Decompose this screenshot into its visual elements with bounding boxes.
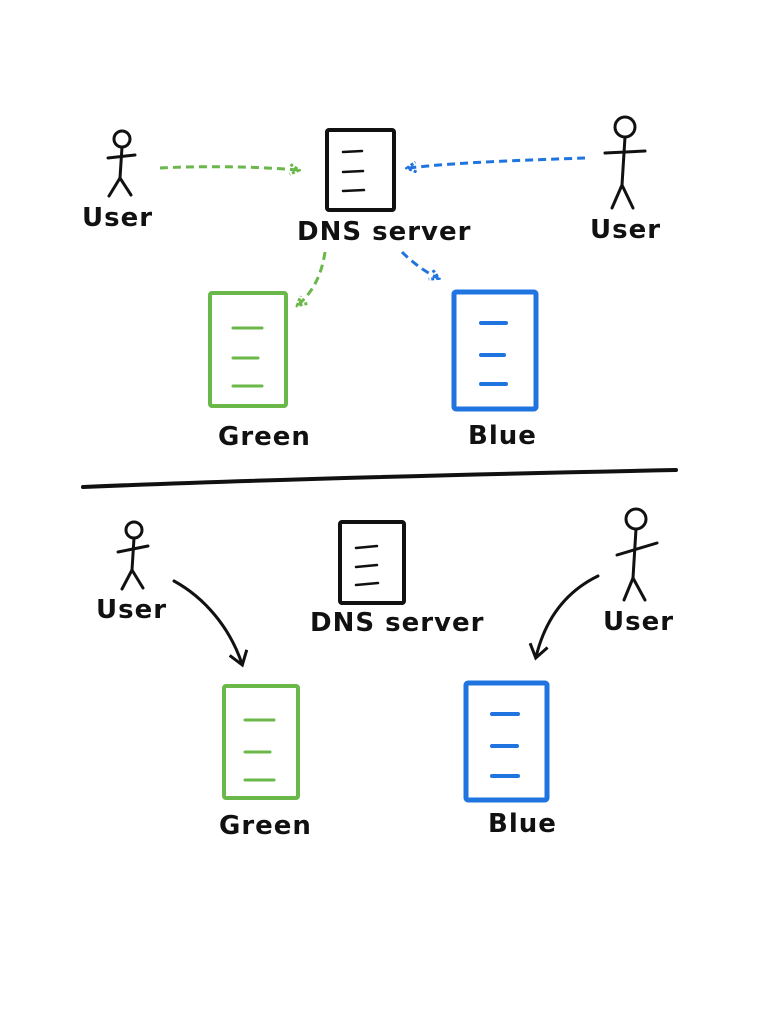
bottom-panel: User User DNS server Green — [96, 507, 674, 841]
curved-arrow-icon — [528, 574, 600, 661]
server-icon — [451, 289, 539, 412]
stick-figure-icon — [615, 507, 659, 602]
blue-label: Blue — [488, 809, 557, 839]
user-label-right: User — [590, 215, 661, 245]
green-label: Green — [218, 422, 311, 452]
dashed-arrow-icon — [400, 250, 438, 278]
stick-figure-icon — [116, 520, 150, 591]
green-label: Green — [219, 811, 312, 841]
panel-divider — [81, 468, 678, 489]
user-label-right: User — [603, 607, 674, 637]
curved-arrow-icon — [172, 579, 249, 668]
server-icon — [463, 680, 550, 803]
dns-server-label: DNS server — [310, 608, 484, 638]
user-label-left: User — [82, 203, 153, 233]
user-label-left: User — [96, 595, 167, 625]
server-icon — [325, 128, 396, 212]
dashed-arrow-icon — [159, 167, 298, 170]
dns-server-label: DNS server — [297, 217, 471, 247]
server-icon — [338, 520, 406, 605]
blue-label: Blue — [468, 421, 537, 451]
top-panel: User User DNS server Green — [82, 115, 661, 452]
stick-figure-icon — [603, 115, 647, 210]
dashed-arrow-icon — [298, 251, 327, 305]
dashed-arrow-icon — [408, 156, 586, 168]
stick-figure-icon — [106, 129, 137, 198]
server-icon — [222, 684, 300, 800]
server-icon — [208, 291, 288, 408]
